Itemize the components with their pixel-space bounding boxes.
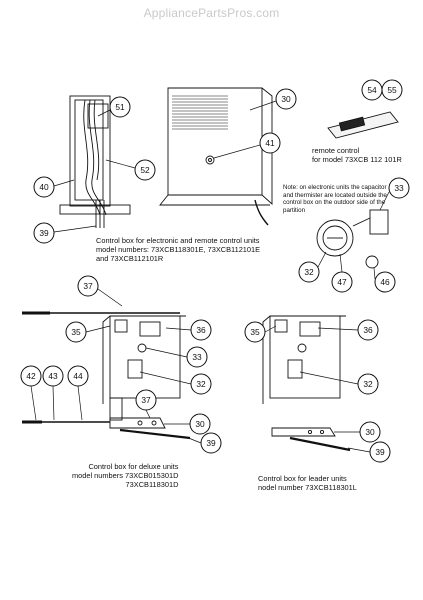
callout-33: 33	[192, 352, 202, 362]
callout-47: 47	[337, 277, 347, 287]
callout-35: 35	[250, 327, 260, 337]
callout-32: 32	[304, 267, 314, 277]
callout-54: 54	[367, 85, 377, 95]
callout-30: 30	[195, 419, 205, 429]
watermark: AppliancePartsPros.com	[143, 6, 280, 20]
callout-39: 39	[206, 438, 216, 448]
caption-electronic: Control box for electronic and remote co…	[96, 236, 261, 263]
callout-30: 30	[281, 94, 291, 104]
callout-37: 37	[83, 281, 93, 291]
callout-39: 39	[375, 447, 385, 457]
callout-circles	[20, 79, 410, 463]
callout-39: 39	[39, 228, 49, 238]
callout-42: 42	[26, 371, 36, 381]
leader-control-box	[262, 315, 346, 404]
callout-32: 32	[363, 379, 373, 389]
leader-sensor-cable	[271, 427, 351, 452]
callout-32: 32	[196, 379, 206, 389]
deluxe-control-box	[22, 311, 186, 421]
callout-30: 30	[365, 427, 375, 437]
control-box-front-view	[159, 87, 273, 226]
callout-51: 51	[115, 102, 125, 112]
callout-33: 33	[394, 183, 404, 193]
callout-37: 37	[141, 395, 151, 405]
callout-44: 44	[73, 371, 83, 381]
callout-40: 40	[39, 182, 49, 192]
electronic-control-box-side-view	[59, 95, 131, 228]
callout-36: 36	[196, 325, 206, 335]
capacitor-thermistor-assembly	[316, 209, 389, 269]
callout-41: 41	[265, 138, 275, 148]
callout-52: 52	[140, 165, 150, 175]
callout-46: 46	[380, 277, 390, 287]
remote-control	[327, 111, 399, 139]
callout-36: 36	[363, 325, 373, 335]
caption-leader: Control box for leader units nodel numbe…	[258, 474, 357, 492]
callout-43: 43	[48, 371, 58, 381]
deluxe-sensor-cable	[22, 417, 191, 440]
note-capacitor-thermistor: Note: on electronic units the capacitor …	[283, 184, 387, 214]
callout-leaders	[30, 100, 390, 453]
callout-55: 55	[387, 85, 397, 95]
caption-deluxe: Control box for deluxe units model numbe…	[72, 462, 179, 489]
caption-remote-control: remote control for model 73XCB 112 101R	[312, 146, 402, 164]
callout-35: 35	[71, 327, 81, 337]
